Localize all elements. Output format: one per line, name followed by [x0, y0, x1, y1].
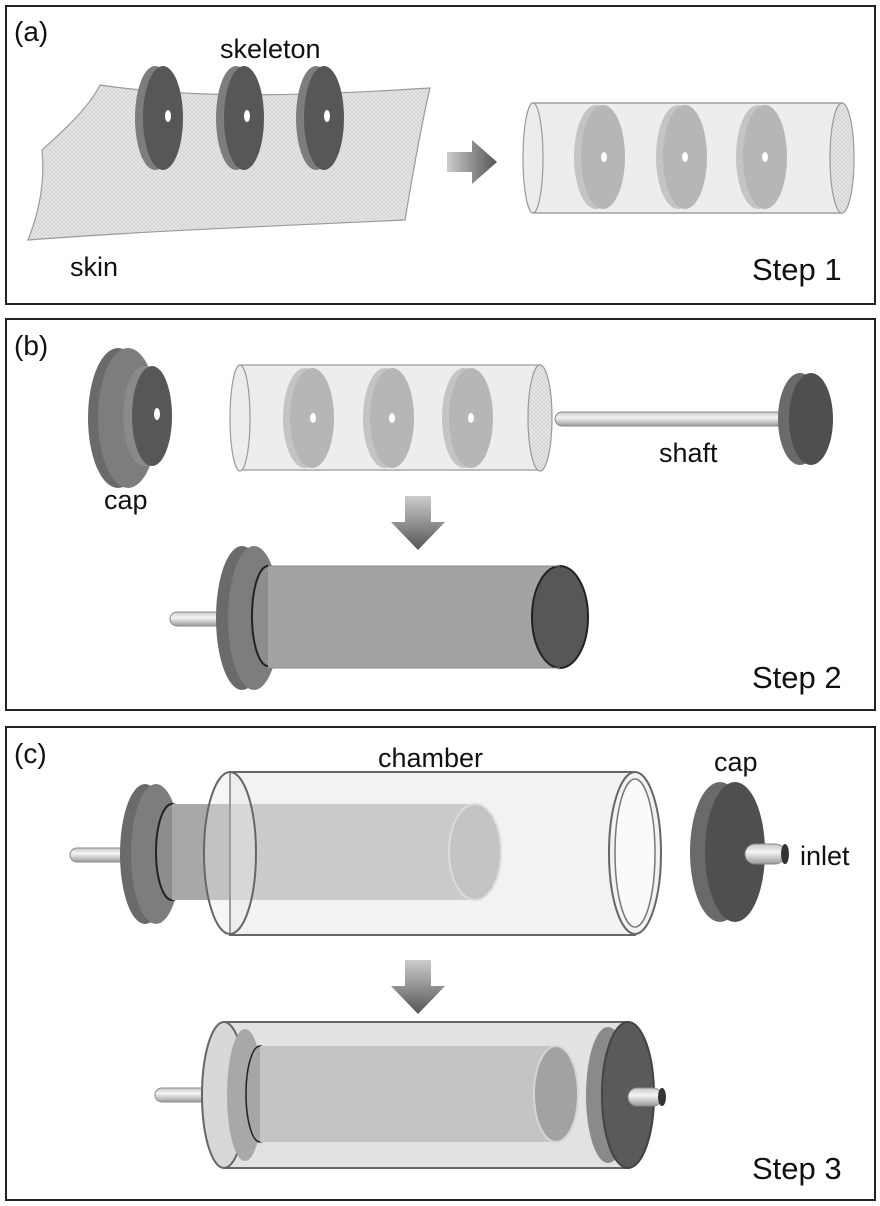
process-arrow-c	[391, 960, 445, 1014]
skin-tube	[522, 102, 855, 214]
panel-b-label: (b)	[14, 330, 49, 361]
chamber-c	[203, 771, 662, 936]
cap-label-c: cap	[714, 747, 758, 777]
cap-label-b: cap	[104, 485, 148, 515]
skin-label: skin	[70, 252, 119, 282]
shaft-label: shaft	[659, 438, 718, 468]
inlet-label: inlet	[800, 841, 850, 871]
chamber-label: chamber	[378, 743, 484, 773]
step-1-label: Step 1	[752, 252, 842, 287]
skin-tube-b	[229, 364, 553, 472]
panel-c-label: (c)	[14, 738, 47, 769]
skeleton-disk-2	[216, 66, 264, 170]
cap-c	[690, 782, 789, 922]
process-arrow-b	[391, 496, 445, 550]
assembly-b	[169, 546, 589, 690]
step-3-label: Step 3	[752, 1151, 842, 1186]
skeleton-label: skeleton	[220, 34, 321, 64]
step-2-label: Step 2	[752, 660, 842, 695]
process-arrow-a	[447, 140, 497, 184]
skeleton-disk-3	[296, 66, 344, 170]
cap-b	[88, 348, 172, 488]
shaft-b	[554, 373, 833, 465]
skeleton-disk-1	[135, 66, 183, 170]
assembly-c-final	[154, 1021, 666, 1169]
panel-a-label: (a)	[14, 16, 49, 47]
